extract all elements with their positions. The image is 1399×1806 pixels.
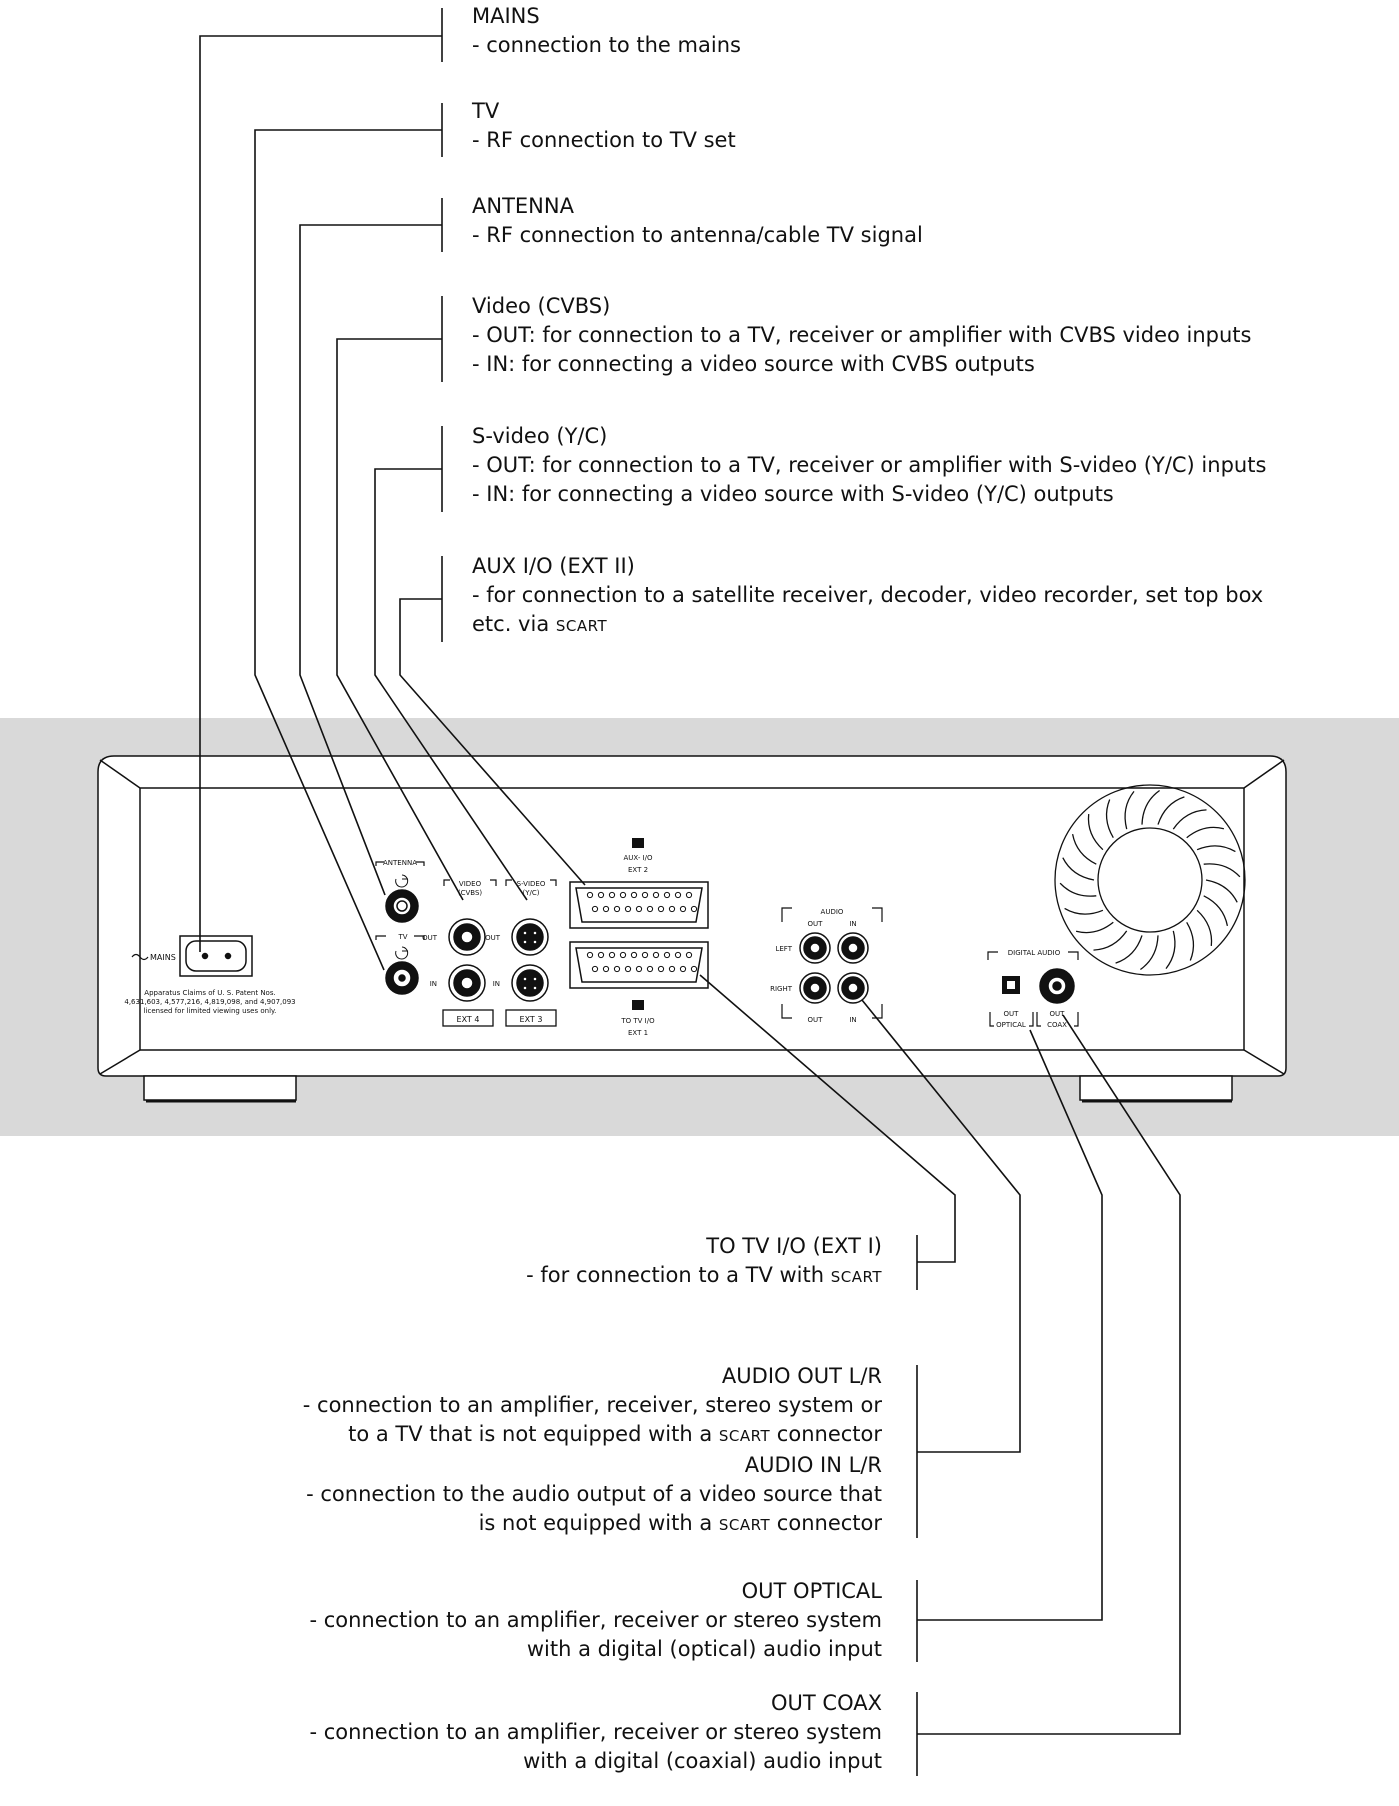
callout-audio-out-title: AUDIO OUT L/R (721, 1364, 882, 1388)
callout-tv: TV - RF connection to TV set (472, 97, 736, 155)
mains-socket (179, 935, 253, 977)
audio-out-bottom-label: OUT (808, 1016, 824, 1024)
svideo-out-label: OUT (485, 934, 501, 942)
coax-out-label: OUT (1050, 1010, 1066, 1018)
callout-aux-scart: SCART (555, 617, 608, 635)
callout-mains-title: MAINS (472, 4, 540, 28)
callout-coax-title: OUT COAX (771, 1691, 882, 1715)
callout-totv: TO TV I/O (EXT I) - for connection to a … (526, 1232, 882, 1292)
callout-optical: OUT OPTICAL - connection to an amplifier… (309, 1577, 882, 1664)
callout-audio: AUDIO OUT L/R - connection to an amplifi… (303, 1362, 882, 1540)
ext3-label: EXT 3 (520, 1015, 543, 1024)
cvbs-out-jack (448, 918, 486, 956)
optical-panel-label: OPTICAL (996, 1021, 1026, 1029)
optical-out-label: OUT (1004, 1010, 1020, 1018)
patent-line-3: licensed for limited viewing uses only. (144, 1007, 277, 1015)
callout-mains: MAINS - connection to the mains (472, 2, 741, 60)
callout-coax-line-1: - connection to an amplifier, receiver o… (309, 1720, 882, 1744)
callout-video-line-2: - IN: for connecting a video source with… (472, 352, 1035, 376)
callout-svideo: S-video (Y/C) - OUT: for connection to a… (472, 422, 1266, 509)
callout-audio-in-line-1: - connection to the audio output of a vi… (306, 1482, 882, 1506)
callout-totv-line-text: - for connection to a TV with (526, 1263, 831, 1287)
mains-panel-label: MAINS (150, 953, 176, 962)
coax-panel-label: COAX (1047, 1021, 1067, 1029)
ext2-panel-label: EXT 2 (628, 866, 648, 874)
callout-totv-title: TO TV I/O (EXT I) (706, 1234, 882, 1258)
video-panel-label-1: VIDEO (459, 880, 482, 888)
callout-audio-out-line-2-pre: to a TV that is not equipped with a (348, 1422, 719, 1446)
ext1-panel-label: EXT 1 (628, 1029, 648, 1037)
callout-mains-line: - connection to the mains (472, 33, 741, 57)
callout-totv-scart: SCART (830, 1268, 882, 1286)
callout-audio-in-line-2-pre: is not equipped with a (478, 1511, 719, 1535)
cvbs-in-jack (448, 964, 486, 1002)
tv-rf-connector (385, 961, 419, 995)
callout-audio-in-line-2: is not equipped with a SCART connector (303, 1509, 882, 1540)
callout-svideo-line-2: - IN: for connecting a video source with… (472, 482, 1114, 506)
patent-line-1: Apparatus Claims of U. S. Patent Nos. (144, 989, 275, 997)
callout-aux-title: AUX I/O (EXT II) (472, 554, 635, 578)
coax-jack (1039, 968, 1075, 1004)
callout-svideo-title: S-video (Y/C) (472, 424, 608, 448)
callout-aux-line-2: etc. via SCART (472, 610, 1263, 641)
svideo-in-label: IN (493, 980, 500, 988)
tv-panel-label: TV (397, 933, 407, 941)
callout-totv-line: - for connection to a TV with SCART (526, 1261, 882, 1292)
callout-audio-out-line-1: - connection to an amplifier, receiver, … (302, 1393, 882, 1417)
svideo-panel-label-1: S-VIDEO (517, 880, 546, 888)
callout-optical-line-1: - connection to an amplifier, receiver o… (309, 1608, 882, 1632)
callout-video: Video (CVBS) - OUT: for connection to a … (472, 292, 1251, 379)
callout-audio-out-line-2-post: connector (770, 1422, 882, 1446)
audio-in-bottom-label: IN (849, 1016, 856, 1024)
callout-audio-out-scart: SCART (718, 1427, 771, 1445)
audio-jacks (799, 932, 869, 1004)
callout-audio-out-line-2: to a TV that is not equipped with a SCAR… (303, 1420, 882, 1451)
callout-audio-in-title: AUDIO IN L/R (744, 1453, 882, 1477)
antenna-panel-label: ANTENNA (383, 859, 417, 867)
audio-out-top-label: OUT (808, 920, 824, 928)
ext4-label: EXT 4 (457, 1015, 480, 1024)
digital-audio-panel-label: DIGITAL AUDIO (1008, 949, 1061, 957)
callout-aux-line-1: - for connection to a satellite receiver… (472, 583, 1264, 607)
right-label: RIGHT (770, 985, 793, 993)
left-label: LEFT (775, 945, 792, 953)
svideo-in-jack (511, 964, 549, 1002)
callout-svideo-line-1: - OUT: for connection to a TV, receiver … (472, 453, 1267, 477)
callout-audio-in-scart: SCART (718, 1516, 771, 1534)
leader-lines (199, 8, 1181, 1776)
patent-line-2: 4,631,603, 4,577,216, 4,819,098, and 4,9… (124, 998, 295, 1006)
totv-panel-label: TO TV I/O (620, 1017, 655, 1025)
callout-antenna: ANTENNA - RF connection to antenna/cable… (472, 192, 923, 250)
callout-antenna-line: - RF connection to antenna/cable TV sign… (472, 223, 923, 247)
callout-coax: OUT COAX - connection to an amplifier, r… (309, 1689, 882, 1776)
audio-panel-label: AUDIO (821, 908, 844, 916)
callout-video-line-1: - OUT: for connection to a TV, receiver … (472, 323, 1252, 347)
callout-coax-line-2: with a digital (coaxial) audio input (523, 1749, 882, 1773)
optical-jack (1002, 976, 1020, 994)
video-out-label: OUT (422, 934, 438, 942)
video-in-label: IN (430, 980, 437, 988)
callout-tv-line: - RF connection to TV set (472, 128, 736, 152)
callout-aux-line-2-text: etc. via (472, 612, 550, 636)
svideo-out-jack (511, 918, 549, 956)
aux-scart-connector (569, 881, 709, 929)
audio-in-top-label: IN (849, 920, 856, 928)
aux-panel-label: AUX- I/O (623, 854, 653, 862)
callout-optical-line-2: with a digital (optical) audio input (526, 1637, 882, 1661)
callout-video-title: Video (CVBS) (472, 294, 611, 318)
callout-aux: AUX I/O (EXT II) - for connection to a s… (472, 552, 1263, 641)
video-panel-label-2: (CVBS) (458, 889, 483, 897)
callout-tv-title: TV (472, 99, 500, 123)
fan-grille (1054, 784, 1246, 976)
callout-optical-title: OUT OPTICAL (741, 1579, 882, 1603)
svideo-panel-label-2: (Y/C) (523, 889, 540, 897)
antenna-connector (385, 889, 419, 923)
totv-scart-connector (569, 941, 709, 989)
callout-antenna-title: ANTENNA (472, 194, 574, 218)
callout-audio-in-line-2-post: connector (770, 1511, 882, 1535)
